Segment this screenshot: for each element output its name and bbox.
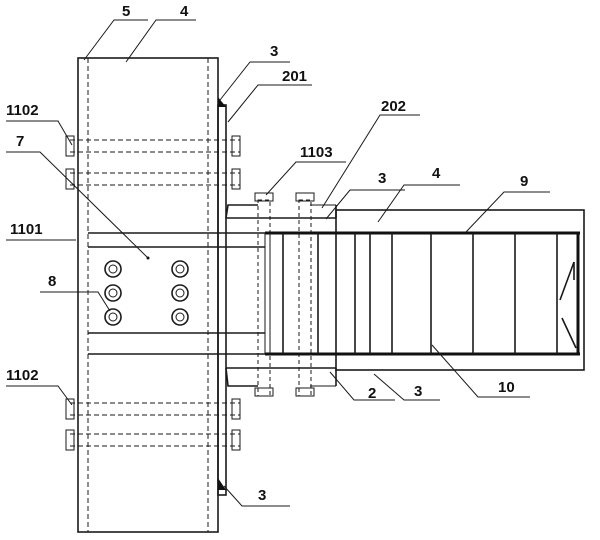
label-1102-bottom: 1102 <box>6 367 39 384</box>
rebar-hook <box>559 261 575 301</box>
leader-lines <box>6 19 550 507</box>
bracket <box>225 204 337 387</box>
column-face-plate <box>217 104 227 496</box>
bolt-head <box>65 398 75 420</box>
label-7: 7 <box>16 133 24 150</box>
rebar-hook <box>561 317 577 349</box>
upper-bolt-group <box>65 135 241 190</box>
label-3-beam: 3 <box>378 170 386 187</box>
bolt-nut <box>231 135 241 157</box>
label-3-top: 3 <box>270 43 278 60</box>
weld-mark-bottom <box>218 478 226 490</box>
column-core-band <box>88 232 265 355</box>
label-1101: 1101 <box>10 221 43 238</box>
label-8: 8 <box>48 273 56 290</box>
bolt-nut <box>231 398 241 420</box>
bolt-head <box>65 168 75 190</box>
label-1102-top: 1102 <box>6 102 39 119</box>
bolt-circle <box>104 260 122 278</box>
label-1103: 1103 <box>300 144 333 161</box>
label-10: 10 <box>498 379 515 396</box>
label-4-top: 4 <box>180 3 189 20</box>
bolt-circle <box>104 308 122 326</box>
label-9: 9 <box>520 173 528 190</box>
label-4-beam: 4 <box>432 165 441 182</box>
beam <box>264 209 585 371</box>
callout-labels: 5 4 3 201 202 1102 7 1103 3 4 9 1101 8 1… <box>6 3 528 504</box>
beam-outline <box>335 209 585 371</box>
bolt-circle <box>104 284 122 302</box>
label-2: 2 <box>368 385 376 402</box>
column <box>77 57 219 533</box>
bolt-circle-group-1101 <box>104 260 189 326</box>
label-3-lower: 3 <box>414 383 422 400</box>
bolt-nut <box>231 429 241 451</box>
bolt-circle <box>171 284 189 302</box>
bolt-circle <box>171 308 189 326</box>
label-201: 201 <box>282 68 307 85</box>
bolt-nut <box>231 168 241 190</box>
bolt-head <box>65 135 75 157</box>
lower-bolt-group <box>65 398 241 451</box>
column-outline <box>77 57 219 533</box>
label-202: 202 <box>381 98 406 115</box>
vertical-bolt <box>298 199 312 397</box>
label-3-bottom: 3 <box>258 487 266 504</box>
bolt-head <box>65 429 75 451</box>
vertical-bolt <box>257 199 271 397</box>
label-5: 5 <box>122 3 130 20</box>
vertical-bolt-group-1103 <box>254 192 315 397</box>
bolt-circle <box>171 260 189 278</box>
